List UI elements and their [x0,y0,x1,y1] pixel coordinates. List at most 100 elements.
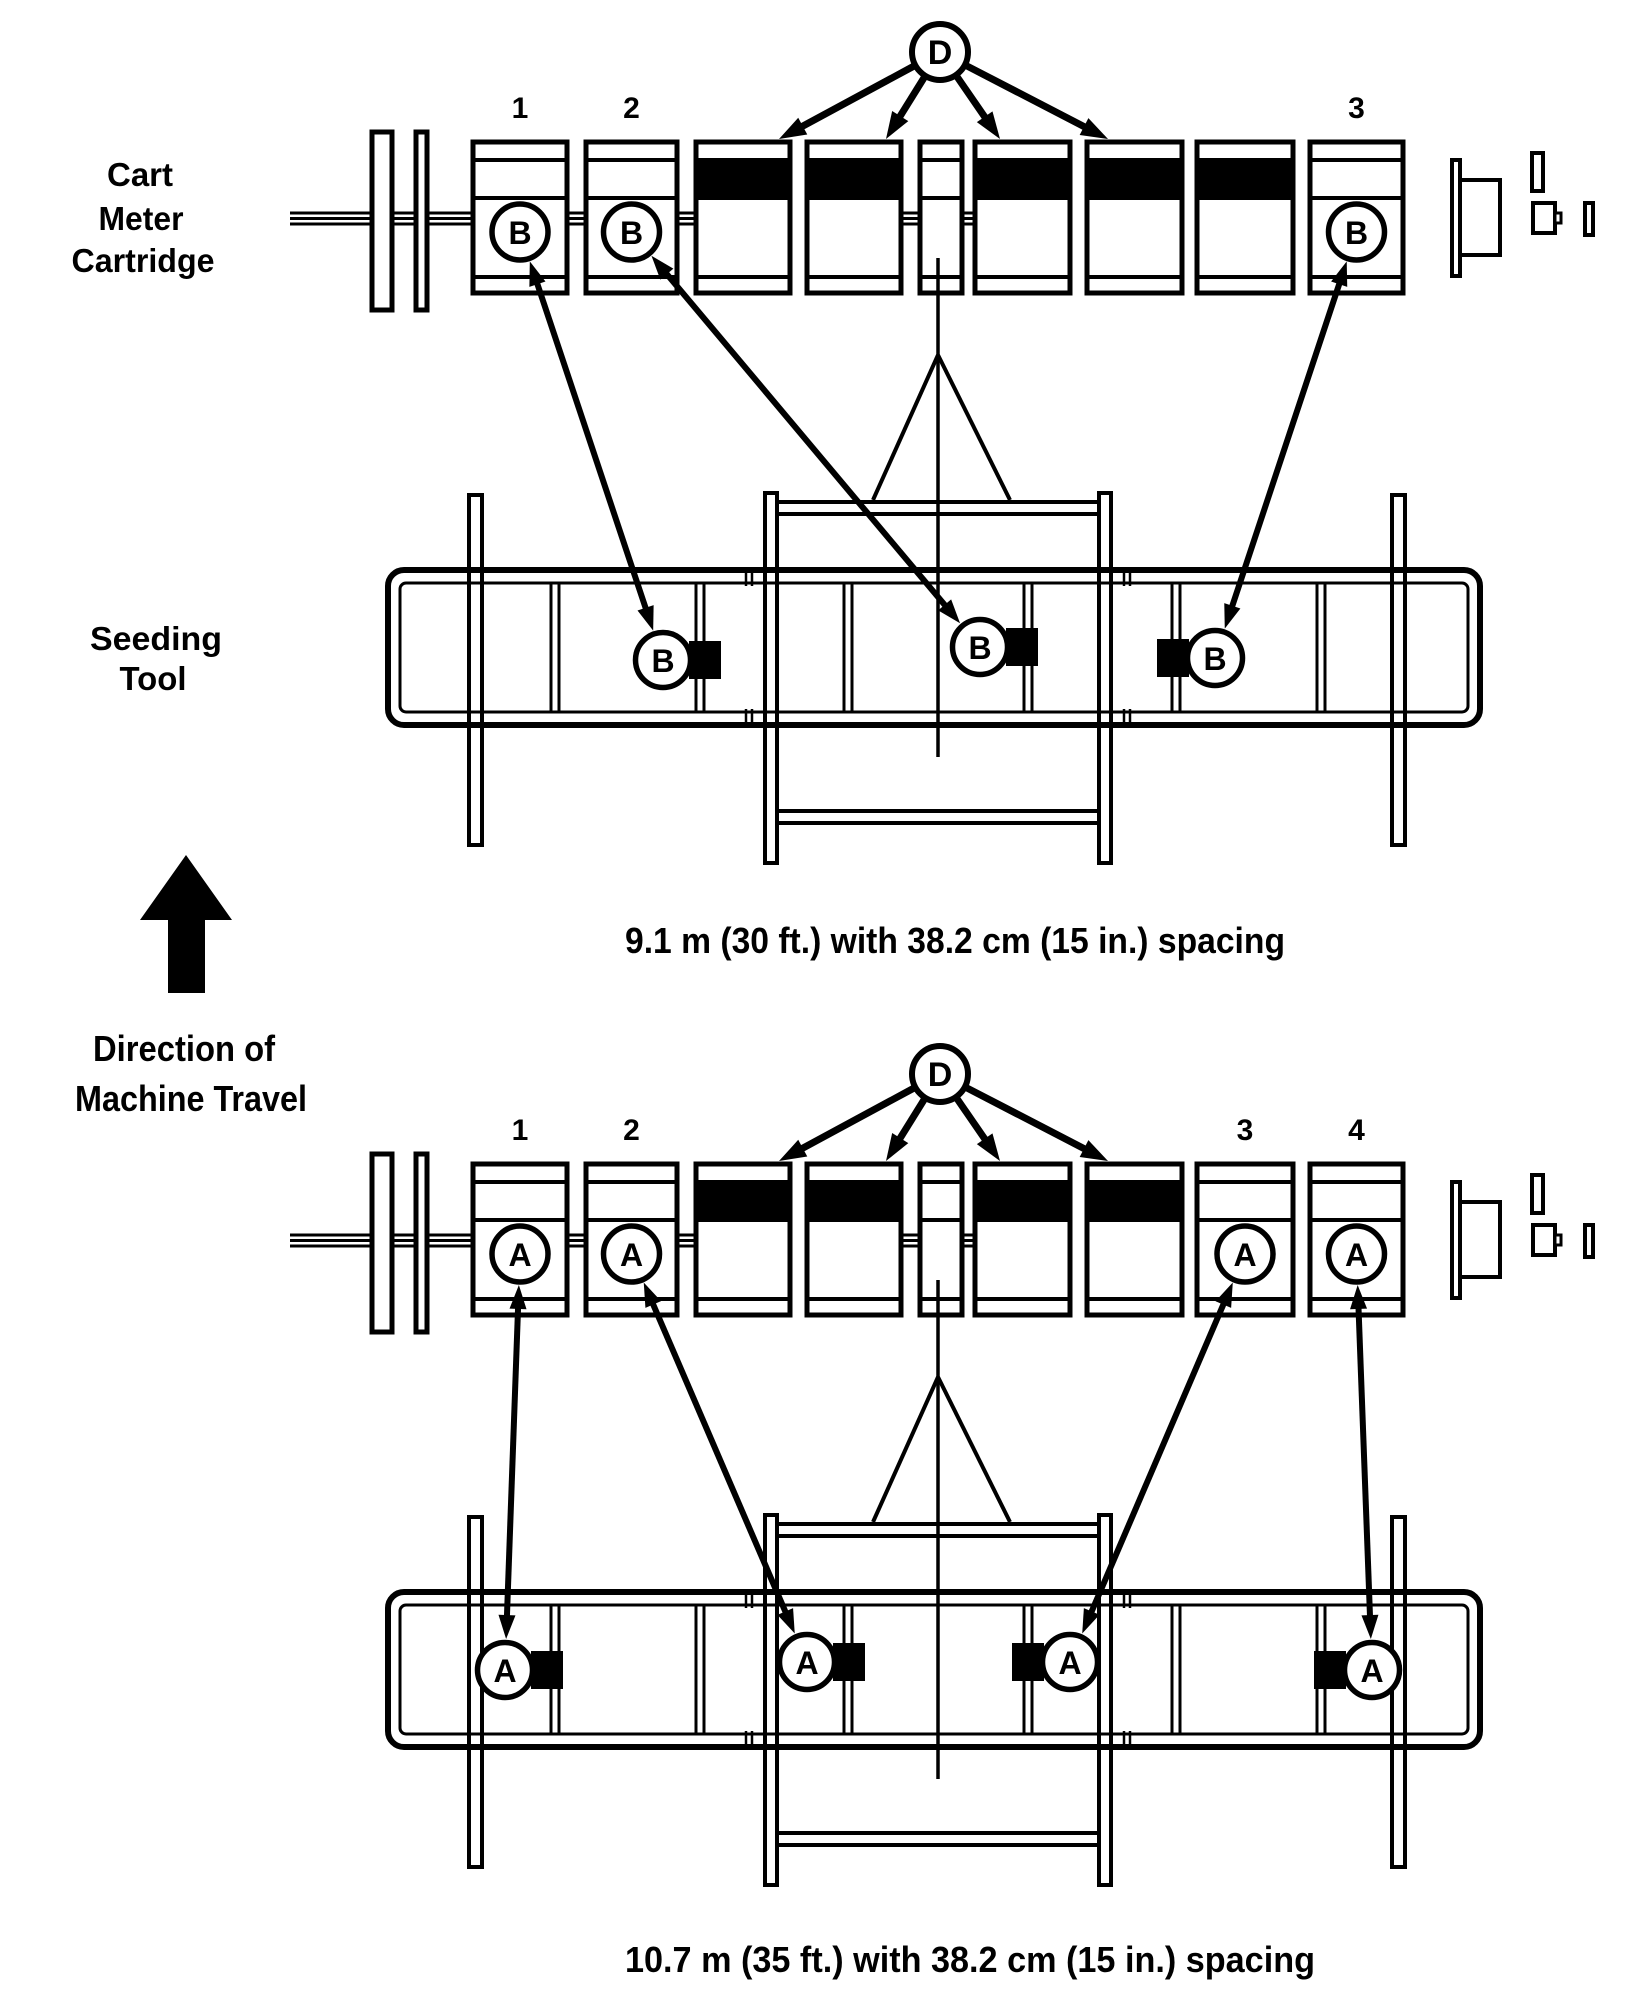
meter-mount-block [531,1651,563,1689]
connector-arrow-line [1227,277,1344,613]
connector-arrow-line [660,267,951,612]
meter-mount-block [1157,639,1189,677]
connector-arrow-head [1361,1614,1379,1640]
blank-slot-band [1199,160,1291,198]
d-callout-arrow-line [795,1085,916,1155]
meter-letter: A [620,1237,643,1273]
tool-meter-letter: B [1203,641,1226,677]
hitch-triangle-leg [871,354,940,501]
d-callout-arrow-head [886,111,909,139]
center-frame-bar [763,1513,779,1887]
d-callout-arrow-head [1079,1140,1108,1161]
blank-slot-band [698,1182,788,1220]
slot-number-label: 2 [623,92,640,125]
d-callout-circle [909,1043,971,1105]
connector-arrow-head [1082,1608,1100,1634]
d-callout-arrow-head [976,1133,1000,1161]
tool-meter-letter: A [1360,1653,1383,1689]
tool-shank [1390,493,1407,847]
cartridge-slot [917,1161,965,1318]
connector-arrow-line [1086,1297,1229,1619]
meter-letter: A [1345,1237,1368,1273]
connector-arrow-head [1331,261,1348,287]
spare-pin [1530,151,1545,193]
d-callout-arrow-head [779,1139,808,1161]
center-frame-bar [1097,1513,1113,1887]
tool-meter-circle [1039,1631,1101,1693]
connector-arrow-head [529,261,546,287]
slot-number-label: 1 [512,1114,529,1147]
meter-mount-block [1314,1651,1346,1689]
blank-slot-band [1089,1182,1180,1220]
center-frame-bar [1097,491,1113,865]
center-frame-bar [763,491,779,865]
drive-plate [369,129,395,313]
d-callout-arrow-line [965,62,1091,133]
meter-mount-block [833,1643,865,1681]
tool-meter-letter: B [651,643,674,679]
d-callout-arrow-line [894,75,928,124]
tool-meter-letter: A [795,1645,818,1681]
slot-number-label: 4 [1348,1114,1365,1147]
blank-slot-band [809,1182,899,1220]
blank-slot-band [977,160,1068,198]
connector-arrow-line [532,277,651,615]
connector-arrow-head [651,255,674,280]
hitch-triangle-leg [936,1376,1012,1523]
spare-pin [1530,1173,1545,1215]
connector-arrow-head [1350,1284,1368,1310]
tool-meter-circle [474,1639,536,1701]
tool-meter-circle [776,1631,838,1693]
connector-arrow-head [1224,603,1241,629]
d-callout-arrow-line [954,1096,991,1146]
connector-arrow-line [648,1297,791,1619]
tool-meter-circle [632,629,694,691]
connector-arrow-line [1355,1302,1374,1622]
meter-letter-circle [1325,1223,1388,1285]
spare-pin [1583,1223,1595,1259]
slot-number-label: 2 [623,1114,640,1147]
d-callout-arrow-line [894,1097,928,1146]
end-cap-hub [1458,1200,1502,1279]
figure-caption: 9.1 m (30 ft.) with 38.2 cm (15 in.) spa… [625,920,1285,961]
cartridge-slot [583,1161,680,1318]
blank-slot-band [977,1182,1068,1220]
drive-plate [369,1151,395,1335]
blank-slot-band [1089,160,1180,198]
hitch-triangle-leg [936,354,1012,501]
tool-meter-circle [1184,627,1246,689]
seeding-tool-label-line: Tool [120,660,187,697]
tool-meter-circle [1341,1639,1403,1701]
figure-caption: 10.7 m (35 ft.) with 38.2 cm (15 in.) sp… [625,1939,1315,1980]
tool-shank [1390,1515,1407,1869]
cartridge-slot [917,139,965,296]
tool-frame-inner [398,581,1470,714]
tool-shank [467,1515,484,1869]
spare-bushing [1531,1223,1557,1257]
blank-slot-band [809,160,899,198]
connector-arrow-head [637,605,654,631]
cart-label-line: Meter [99,200,184,237]
connector-arrow-head [498,1614,516,1640]
d-callout-arrow-line [795,63,916,133]
spare-pin [1583,201,1595,237]
direction-label-line: Machine Travel [75,1078,307,1119]
d-callout-circle [909,21,971,83]
drive-plate [413,1151,430,1335]
connector-arrow-head [509,1284,527,1310]
slot-number-label: 3 [1237,1114,1254,1147]
connector-arrow-head [643,1282,662,1308]
meter-letter-circle [600,201,663,263]
d-callout-arrow-head [976,111,1000,139]
spare-bushing-notch [1553,211,1563,225]
d-callout-arrow-head [886,1133,909,1161]
meter-letter-circle [489,201,551,263]
spare-bushing-notch [1553,1233,1563,1247]
meter-letter: A [508,1237,531,1273]
meter-mount-block [1006,628,1038,666]
meter-letter-circle [600,1223,663,1285]
meter-mount-block [1012,1643,1044,1681]
meter-mount-block [689,641,721,679]
